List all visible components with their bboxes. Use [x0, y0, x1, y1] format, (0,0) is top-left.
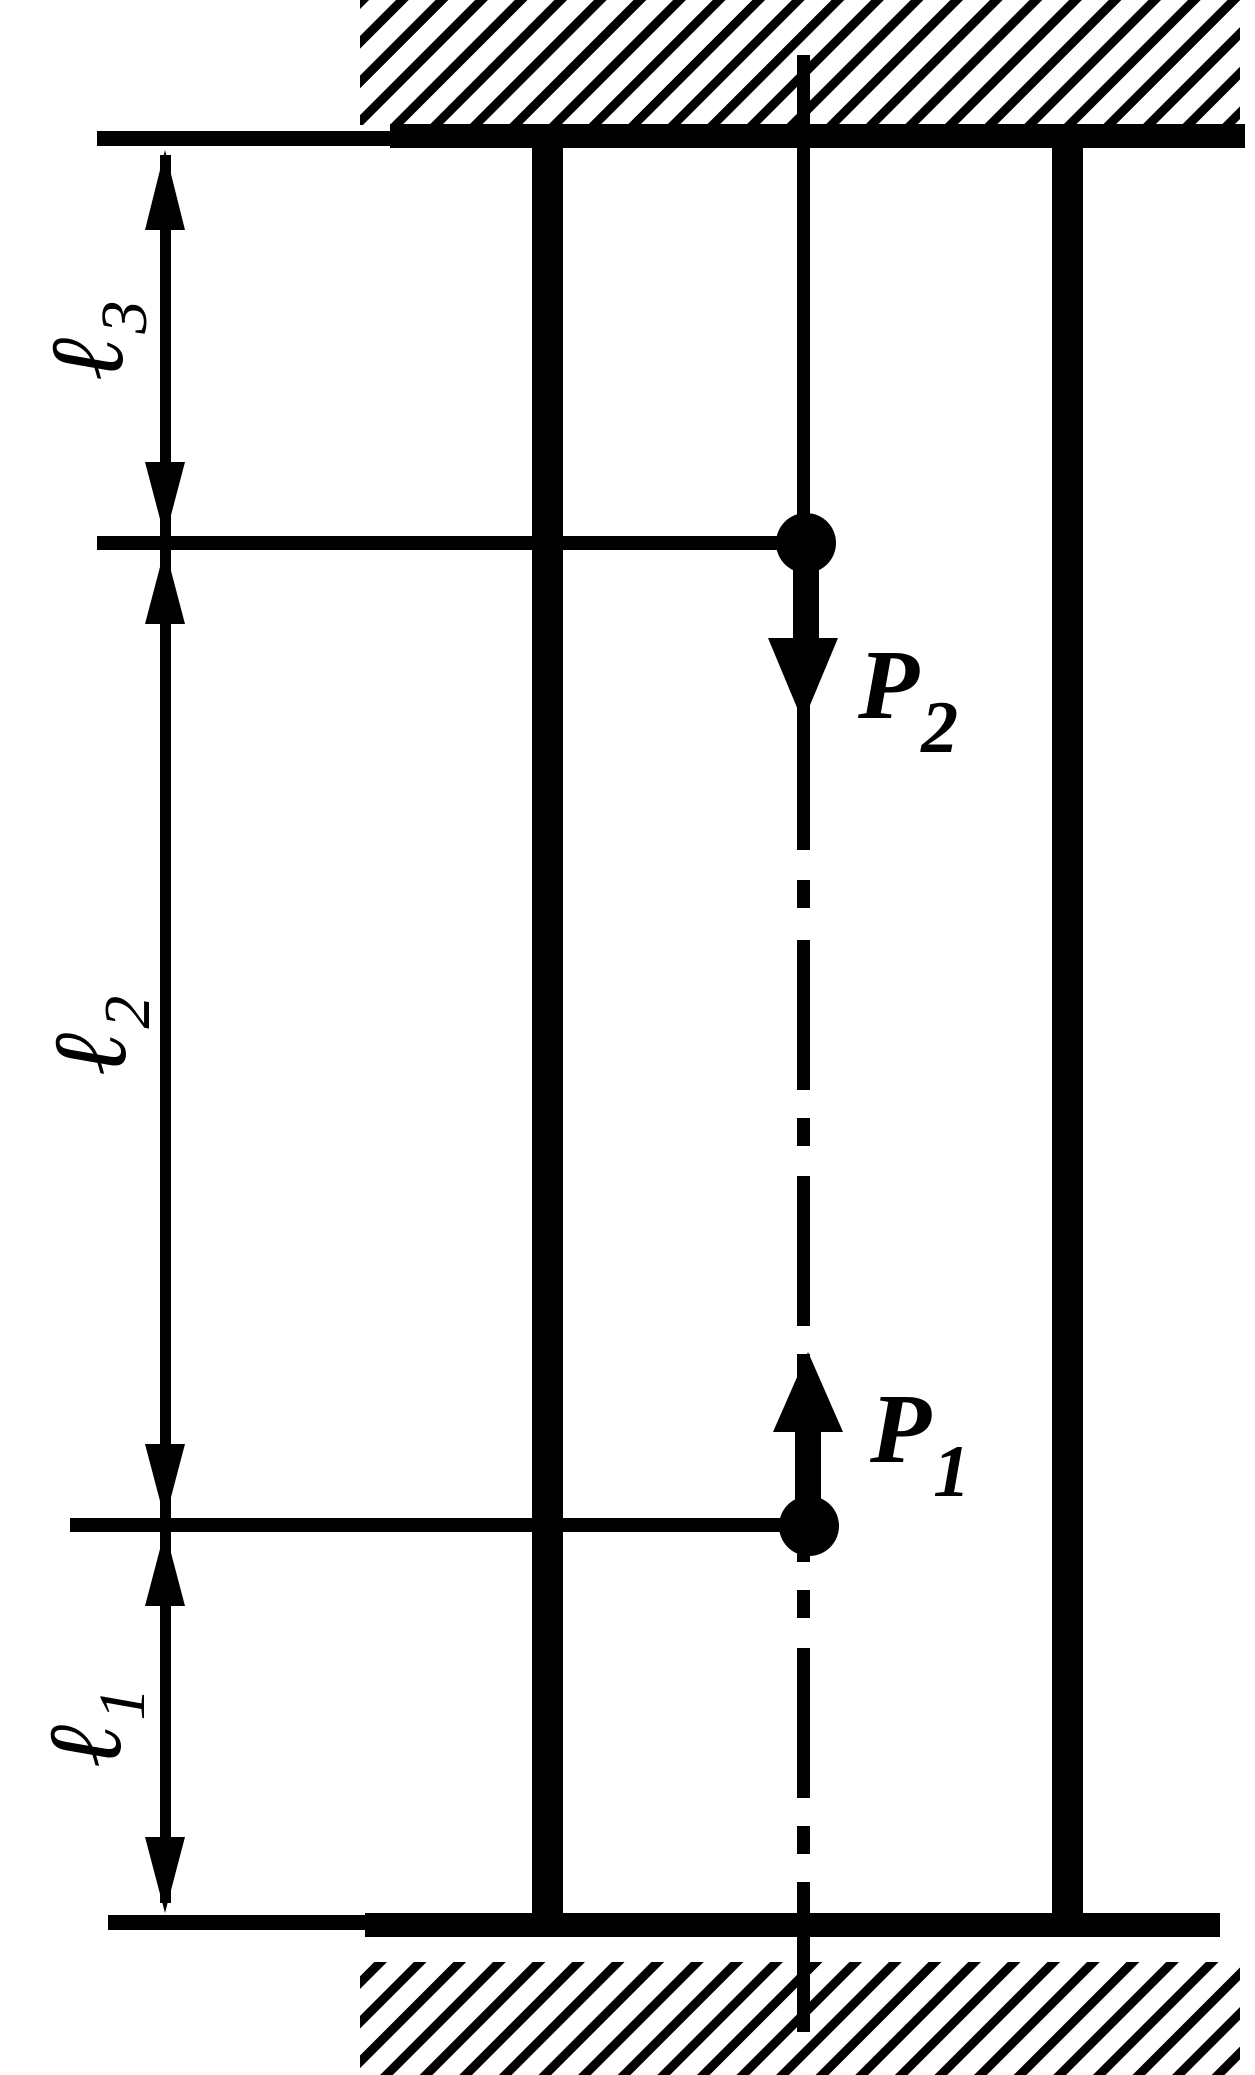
- load-p1-subscript: 1: [933, 1431, 970, 1513]
- segment-l1-letter: ℓ: [23, 1725, 145, 1768]
- p1-extension-line: [70, 1518, 807, 1532]
- segment-l3-letter: ℓ: [25, 338, 147, 381]
- p1-arrow: [773, 1352, 843, 1520]
- p1-load-point: [779, 1496, 839, 1556]
- segment-l2-letter: ℓ: [28, 1033, 150, 1076]
- p2-extension-line: [97, 536, 807, 550]
- segment-label-l3: ℓ3: [25, 301, 161, 381]
- load-p2-letter: P: [857, 629, 920, 740]
- svg-text:ℓ1: ℓ1: [23, 1688, 159, 1768]
- load-label-p2: P2: [857, 629, 958, 769]
- bar-centerline: [797, 55, 810, 2032]
- segment-label-l2: ℓ2: [28, 996, 164, 1076]
- segment-label-l1: ℓ1: [23, 1688, 159, 1768]
- segment-l2-subscript: 2: [91, 996, 164, 1029]
- load-p1-letter: P: [869, 1373, 932, 1484]
- segment-l3-subscript: 3: [88, 301, 161, 335]
- p2-arrow: [768, 560, 838, 722]
- bar-left-edge: [532, 140, 563, 1920]
- svg-text:ℓ3: ℓ3: [25, 301, 161, 381]
- load-label-p1: P1: [869, 1373, 970, 1513]
- p2-load-point: [776, 513, 836, 573]
- load-p2-subscript: 2: [920, 687, 958, 769]
- dimension-line: [160, 155, 171, 1903]
- bar-right-edge: [1052, 140, 1083, 1920]
- dimension-arrowheads: [145, 150, 185, 1913]
- segment-l1-subscript: 1: [86, 1688, 159, 1721]
- svg-text:ℓ2: ℓ2: [28, 996, 164, 1076]
